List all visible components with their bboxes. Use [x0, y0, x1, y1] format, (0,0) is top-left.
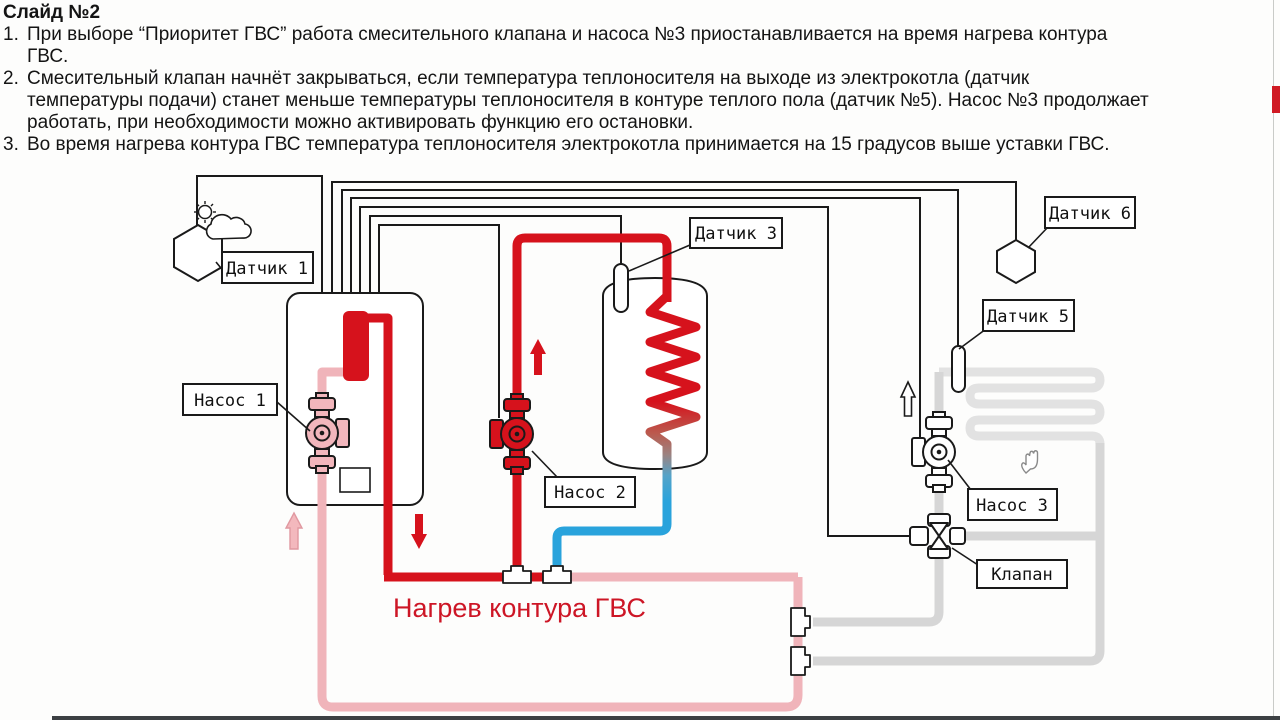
- valve-label-box: [976, 559, 1068, 589]
- flow-arrows: [284, 339, 917, 550]
- boiler-display: [339, 467, 371, 493]
- note-2-cont2: работать, при необходимости можно активи…: [27, 112, 694, 133]
- edge-red-marker: [1272, 86, 1280, 113]
- wire-pump3: [350, 197, 921, 437]
- wire-valve: [359, 206, 911, 537]
- right-edge-border: [1273, 0, 1274, 720]
- arrow-up-outline: [899, 380, 917, 417]
- sensor3-label-box: [689, 217, 783, 249]
- wire-sensor5: [341, 189, 959, 346]
- pump3-label-box: [967, 488, 1058, 521]
- sensor6-label-box: [1044, 196, 1136, 229]
- pump2-label-box: [544, 476, 636, 508]
- pump-3: [911, 411, 956, 493]
- pipe-fittings: [502, 565, 811, 676]
- sensors: [173, 201, 1036, 393]
- note-3: 3.Во время нагрева контура ГВС температу…: [3, 134, 1110, 155]
- sensor1-label: Датчик 1: [226, 259, 308, 279]
- pump1-label-box: [182, 383, 278, 416]
- sun-cloud-icon: [194, 201, 252, 240]
- note-2-cont1: температуры подачи) станет меньше темпер…: [27, 90, 1149, 111]
- sensor3-label: Датчик 3: [695, 224, 777, 244]
- arrow-up-pink: [284, 511, 304, 550]
- boiler-heating-element: [343, 311, 369, 381]
- leader-lines: [215, 226, 1049, 566]
- hot-circuit: [362, 233, 672, 582]
- sensor5-label: Датчик 5: [987, 307, 1069, 327]
- valve-cone-top: [929, 522, 949, 537]
- valve-left-port: [909, 526, 929, 546]
- pump2-riser: [512, 233, 672, 581]
- tee-fitting-2: [542, 565, 572, 584]
- boiler-supply-down: [362, 313, 393, 575]
- hand-cursor-icon: [1021, 450, 1039, 474]
- sensor1-label-box: [221, 251, 314, 284]
- mixing-valve: [909, 513, 966, 559]
- note-1-cont: ГВС.: [27, 46, 69, 67]
- dhw-heating-caption: Нагрев контура ГВС: [393, 593, 646, 623]
- pump3-label: Насос 3: [976, 496, 1048, 516]
- pump2-label: Насос 2: [554, 483, 626, 503]
- floor-serpentine: [939, 367, 1105, 449]
- arrow-down-red: [411, 514, 427, 549]
- note-1: 1.При выборе “Приоритет ГВС” работа смес…: [3, 24, 1108, 45]
- sensor5-probe: [951, 345, 966, 393]
- tee-fitting-1: [502, 565, 532, 584]
- pump1-label: Насос 1: [194, 391, 266, 411]
- sensor5-label-box: [982, 299, 1075, 332]
- tee-fitting-4: [790, 646, 811, 676]
- sensor6-label: Датчик 6: [1049, 204, 1131, 224]
- labels: Датчик 1 Датчик 3 Датчик 6 Датчик 5 Насо…: [182, 196, 1136, 589]
- valve-cone-bottom: [929, 535, 949, 550]
- slide-notes: Слайд №2 1.При выборе “Приоритет ГВС” ра…: [3, 2, 1149, 156]
- valve-right-port: [949, 527, 966, 545]
- valve-label: Клапан: [991, 565, 1052, 585]
- bottom-edge-bar: [52, 716, 1280, 720]
- return-circuit: [317, 367, 803, 712]
- wire-sensor1: [196, 175, 323, 293]
- valve-bottom-pipe: [813, 558, 944, 627]
- sensor3-probe: [613, 263, 629, 313]
- return-loop: [317, 367, 803, 712]
- tank-coil: [552, 292, 701, 574]
- wire-sensor6: [331, 181, 1017, 293]
- note-2: 2.Смесительный клапан начнёт закрываться…: [3, 68, 1030, 89]
- arrow-up-red: [530, 339, 546, 375]
- pump-2: [489, 393, 534, 475]
- floor-return-pipe: [813, 443, 1105, 666]
- tee-fitting-3: [790, 607, 811, 637]
- wire-pump2: [378, 224, 500, 418]
- sensor6-hexagon: [996, 238, 1036, 285]
- wire-sensor3: [369, 215, 622, 293]
- slide-title: Слайд №2: [3, 2, 101, 23]
